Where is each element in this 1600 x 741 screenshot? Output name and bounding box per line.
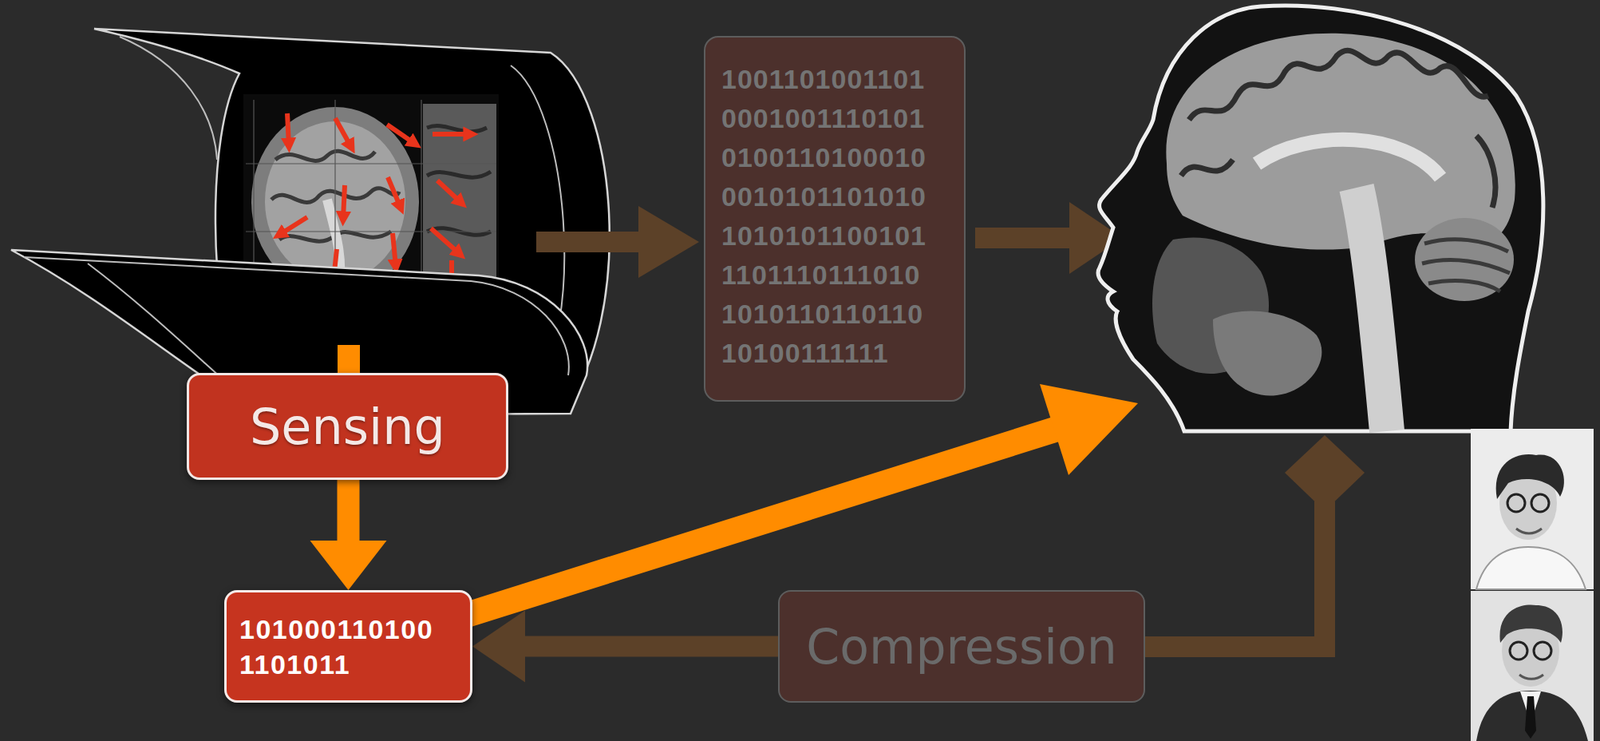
portrait-photo	[1470, 428, 1594, 589]
spin-arrows	[335, 118, 352, 147]
faded-arrow	[975, 227, 1073, 249]
brain-mri	[1212, 311, 1322, 396]
portrait-photo	[1519, 674, 1544, 679]
portrait-photo	[1516, 528, 1542, 534]
flow-arrow	[472, 610, 779, 683]
node-text: 1001101001101 0001001110101 010011010001…	[721, 59, 949, 373]
portrait-photo	[1524, 695, 1537, 739]
spin-arrows	[387, 177, 401, 208]
spin-arrows	[432, 131, 471, 137]
faded-arrow	[1284, 434, 1365, 511]
faded-arrow	[1314, 501, 1336, 657]
orange-arrow	[1039, 383, 1138, 475]
mri-slice	[426, 126, 491, 236]
mri-scanner	[11, 28, 610, 415]
compression-box: Compression	[778, 589, 1146, 703]
binary-data-box: 1001101001101 0001001110101 010011010001…	[703, 35, 966, 402]
arrow-shaft	[337, 479, 360, 542]
faded-arrow	[1145, 636, 1336, 657]
orange-arrow	[337, 344, 360, 376]
brain-mri	[1181, 50, 1496, 208]
spin-arrows	[279, 217, 308, 235]
portrait-photo	[1533, 641, 1552, 660]
flow-arrow	[310, 479, 388, 590]
portrait-photo	[1496, 454, 1565, 499]
portrait-photo	[1499, 604, 1563, 643]
brain-mri	[1098, 5, 1544, 431]
portrait-photo	[1470, 428, 1594, 741]
faded-arrow	[1145, 434, 1365, 657]
spin-arrows	[430, 228, 460, 254]
brain-mri	[1414, 217, 1514, 301]
portrait-photo	[1507, 493, 1525, 512]
brain-mri	[1098, 5, 1544, 431]
arrow-shaft	[523, 636, 779, 657]
portrait-photo	[1509, 641, 1528, 660]
orange-arrow	[466, 428, 1058, 615]
spin-arrows	[387, 124, 415, 144]
spin-arrows	[392, 233, 396, 267]
mri-scanner	[23, 256, 569, 376]
brain-mri	[1422, 239, 1510, 292]
arrow-head	[472, 610, 526, 683]
mri-scanner	[119, 36, 218, 160]
spin-arrows	[343, 185, 345, 219]
node-text: Sensing	[249, 397, 446, 456]
measurement-box: 101000110100 1101011	[224, 589, 473, 703]
spin-arrows	[287, 113, 289, 146]
mri-slice	[422, 103, 497, 296]
portrait-photo	[1476, 690, 1589, 741]
brain-mri	[1256, 139, 1441, 178]
faded-arrow	[536, 231, 642, 253]
node-text: 101000110100 1101011	[239, 611, 458, 682]
spin-arrows	[437, 180, 462, 203]
node-text: Compression	[805, 618, 1117, 675]
orange-arrow	[466, 383, 1138, 615]
sensing-box: Sensing	[186, 372, 509, 480]
portrait-photo	[1531, 493, 1549, 512]
portrait-photo	[1476, 546, 1586, 589]
portrait-photo	[1470, 590, 1594, 741]
faded-arrow	[638, 205, 700, 278]
brain-mri	[1356, 187, 1387, 431]
brain-mri	[1165, 33, 1515, 250]
arrow-head	[310, 540, 388, 590]
